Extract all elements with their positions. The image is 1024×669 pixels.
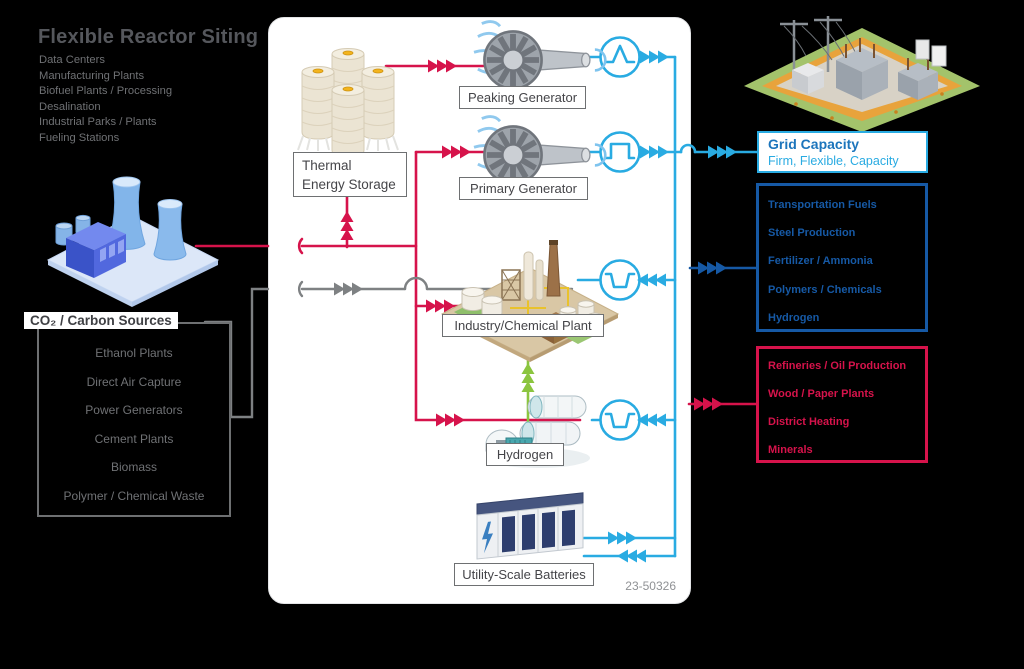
siting-option: Data Centers bbox=[39, 54, 105, 66]
siting-option: Industrial Parks / Plants bbox=[39, 116, 157, 129]
part-number: 23-50326 bbox=[625, 579, 676, 593]
spike-waveform bbox=[604, 44, 636, 64]
spike-wave-node bbox=[599, 36, 641, 78]
co2-source: Ethanol Plants bbox=[95, 346, 173, 360]
grid-product: Transportation Fuels bbox=[768, 199, 877, 211]
heat-main-vertical bbox=[414, 150, 582, 422]
peaking-turbine-icon bbox=[474, 22, 605, 89]
transformer bbox=[898, 58, 938, 100]
grid-capacity-title: Grid Capacity bbox=[768, 136, 860, 152]
grid-capacity-subtitle: Firm, Flexible, Capacity bbox=[768, 154, 899, 168]
page-title: Flexible Reactor Siting bbox=[38, 26, 259, 48]
co2-source: Polymer / Chemical Waste bbox=[63, 488, 205, 503]
siting-option: Biofuel Plants / Processing bbox=[39, 85, 173, 98]
heat-product: District Heating bbox=[768, 416, 850, 428]
heat-product: Minerals bbox=[768, 444, 813, 456]
co2-source: Power Generators bbox=[85, 403, 183, 418]
industry-plant-label: Industry/Chemical Plant bbox=[442, 314, 604, 337]
co2-source: Direct Air Capture bbox=[86, 374, 182, 389]
co2-source: Biomass bbox=[110, 460, 157, 475]
transformer bbox=[836, 38, 888, 100]
grid-product: Hydrogen bbox=[768, 311, 820, 324]
siting-option: Fueling Stations bbox=[39, 131, 120, 144]
substation-icon bbox=[744, 16, 980, 132]
co2-sources-title: CO₂ / Carbon Sources bbox=[24, 312, 178, 329]
siting-option: Manufacturing Plants bbox=[39, 69, 145, 82]
square-wave-node bbox=[599, 131, 641, 173]
batteries-label: Utility-Scale Batteries bbox=[454, 563, 594, 586]
panel-edge-hop bbox=[679, 143, 697, 154]
storage-silos-icon bbox=[297, 47, 399, 170]
grid-capacity-box: Grid Capacity Firm, Flexible, Capacity bbox=[757, 131, 928, 173]
peaking-generator-label: Peaking Generator bbox=[459, 86, 586, 109]
battery-containers-icon bbox=[476, 492, 584, 560]
co2-line-hop bbox=[403, 276, 429, 291]
dip-waveform bbox=[604, 412, 636, 429]
co2-source: Cement Plants bbox=[94, 431, 174, 446]
nuclear-power-plant-icon bbox=[46, 176, 220, 307]
thermal-label-line1: Thermal bbox=[302, 157, 352, 173]
grid-product: Fertilizer / Ammonia bbox=[768, 255, 873, 268]
thermal-label-line2: Energy Storage bbox=[302, 176, 396, 192]
square-waveform bbox=[604, 142, 636, 160]
lightning-bolt-icon bbox=[482, 521, 493, 554]
control-cabinets bbox=[792, 39, 947, 94]
grid-product: Steel Production bbox=[768, 227, 856, 240]
co2-line-end bbox=[297, 280, 304, 298]
electric-lines bbox=[554, 36, 759, 558]
siting-option: Desalination bbox=[39, 100, 101, 113]
dip-waveform bbox=[604, 272, 636, 289]
thermal-storage-label: Thermal Energy Storage bbox=[293, 152, 407, 197]
reactor-heat-line-end bbox=[297, 237, 304, 255]
grid-product: Polymers / Chemicals bbox=[768, 283, 882, 296]
chemical-plant-icon bbox=[440, 240, 620, 362]
hydrogen-label: Hydrogen bbox=[486, 443, 564, 466]
primary-generator-label: Primary Generator bbox=[459, 177, 588, 200]
heat-product: Refineries / Oil Production bbox=[768, 360, 907, 372]
heat-product: Wood / Paper Plants bbox=[768, 388, 875, 400]
primary-turbine-icon bbox=[474, 117, 605, 184]
